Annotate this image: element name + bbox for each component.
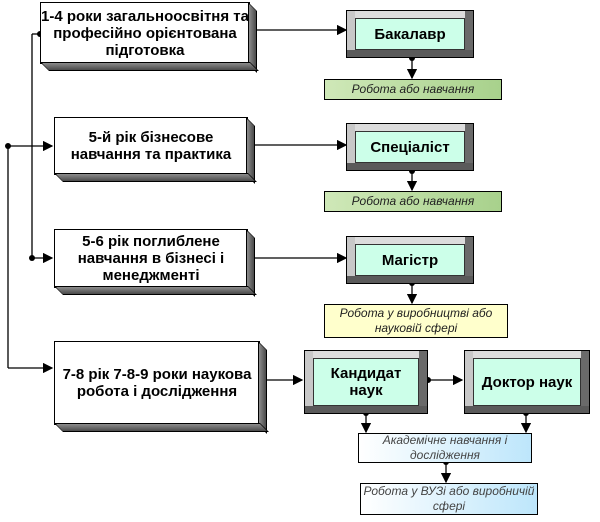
outcome-box: Робота або навчання [324,191,502,212]
outcome-box: Робота у виробництві або науковій сфері [324,304,508,338]
junction-dot [5,143,11,149]
outcome-box: Робота або навчання [324,79,502,100]
degree-box-specialist: Спеціаліст [346,123,474,171]
degree-box-bachelor: Бакалавр [346,10,474,58]
degree-label: Бакалавр [355,18,465,50]
outcome-label: Робота або навчання [351,82,475,96]
degree-box-master: Магістр [346,236,474,284]
stage-label: 5-й рік бізнесове навчання та практика [70,129,232,163]
outcome-label: Робота або навчання [351,194,475,208]
stage-label: 5-6 рік поглиблене навчання в бізнесі і … [77,233,225,284]
outcome-label: Робота у ВУЗі або виробничій сфері [363,484,535,513]
degree-label: Магістр [355,244,465,276]
degree-label: Кандидат наук [313,358,419,406]
junction-dot [425,377,431,383]
stage-box-1-4-years: 1-4 роки загальноосвітня та професійно о… [40,2,259,73]
outcome-label: Академічне навчання і дослідження [382,433,508,462]
degree-box-candidate: Кандидат наук [304,350,428,414]
junction-dot [29,255,35,261]
outcome-box: Робота у ВУЗі або виробничій сфері [360,483,538,515]
stage-box-7-9-years: 7-8 рік 7-8-9 роки наукова робота і досл… [54,341,269,434]
junction-dot [409,55,415,61]
stage-box-5-year: 5-й рік бізнесове навчання та практика [54,117,257,184]
degree-box-doctor: Доктор наук [464,350,590,414]
outcome-box: Академічне навчання і дослідження [358,433,532,463]
junction-dot [409,168,415,174]
stage-box-5-6-years: 5-6 рік поглиблене навчання в бізнесі і … [54,229,257,297]
stage-label: 7-8 рік 7-8-9 роки наукова робота і досл… [62,366,252,400]
degree-label: Спеціаліст [355,131,465,163]
outcome-label: Робота у виробництві або науковій сфері [339,306,493,335]
stage-label: 1-4 роки загальноосвітня та професійно о… [41,7,249,59]
degree-label: Доктор наук [473,358,581,406]
